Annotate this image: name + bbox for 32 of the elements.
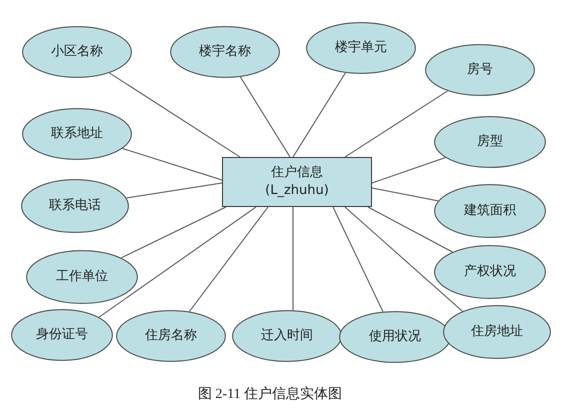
attribute-ellipse: 使用状况 (339, 311, 451, 363)
connector-line (126, 182, 222, 198)
attribute-ellipse: 房号 (425, 44, 535, 96)
entity-box: 住户信息 (L_zhuhu) (222, 157, 372, 207)
attribute-ellipse: 楼宇单元 (306, 22, 416, 74)
connector-line (372, 157, 446, 184)
connector-line (332, 206, 384, 312)
attribute-ellipse: 房型 (434, 116, 546, 168)
attribute-ellipse: 建筑面积 (434, 184, 546, 238)
connector-line (344, 206, 463, 312)
connector-line (120, 206, 226, 258)
attribute-ellipse: 小区名称 (22, 26, 132, 78)
figure-caption: 图 2-11 住户信息实体图 (196, 386, 344, 404)
connector-line (188, 206, 268, 312)
attribute-ellipse: 联系地址 (22, 108, 132, 160)
connector-line (109, 72, 240, 158)
attribute-ellipse: 住房地址 (443, 305, 551, 359)
attribute-ellipse: 产权状况 (434, 245, 546, 299)
connector-line (368, 206, 453, 252)
attribute-ellipse: 工作单位 (26, 250, 138, 304)
connector-line (372, 188, 439, 202)
connector-line (98, 206, 256, 318)
attribute-ellipse: 身份证号 (11, 309, 113, 361)
connector-line (240, 76, 290, 158)
connector-line (292, 206, 294, 311)
attribute-ellipse: 联系电话 (21, 179, 129, 233)
connector-line (344, 90, 448, 158)
attribute-ellipse: 楼宇名称 (170, 26, 280, 78)
attribute-ellipse: 住房名称 (116, 310, 226, 362)
attribute-ellipse: 迁入时间 (232, 310, 342, 362)
connector-line (292, 72, 346, 158)
connector-line (122, 148, 222, 180)
